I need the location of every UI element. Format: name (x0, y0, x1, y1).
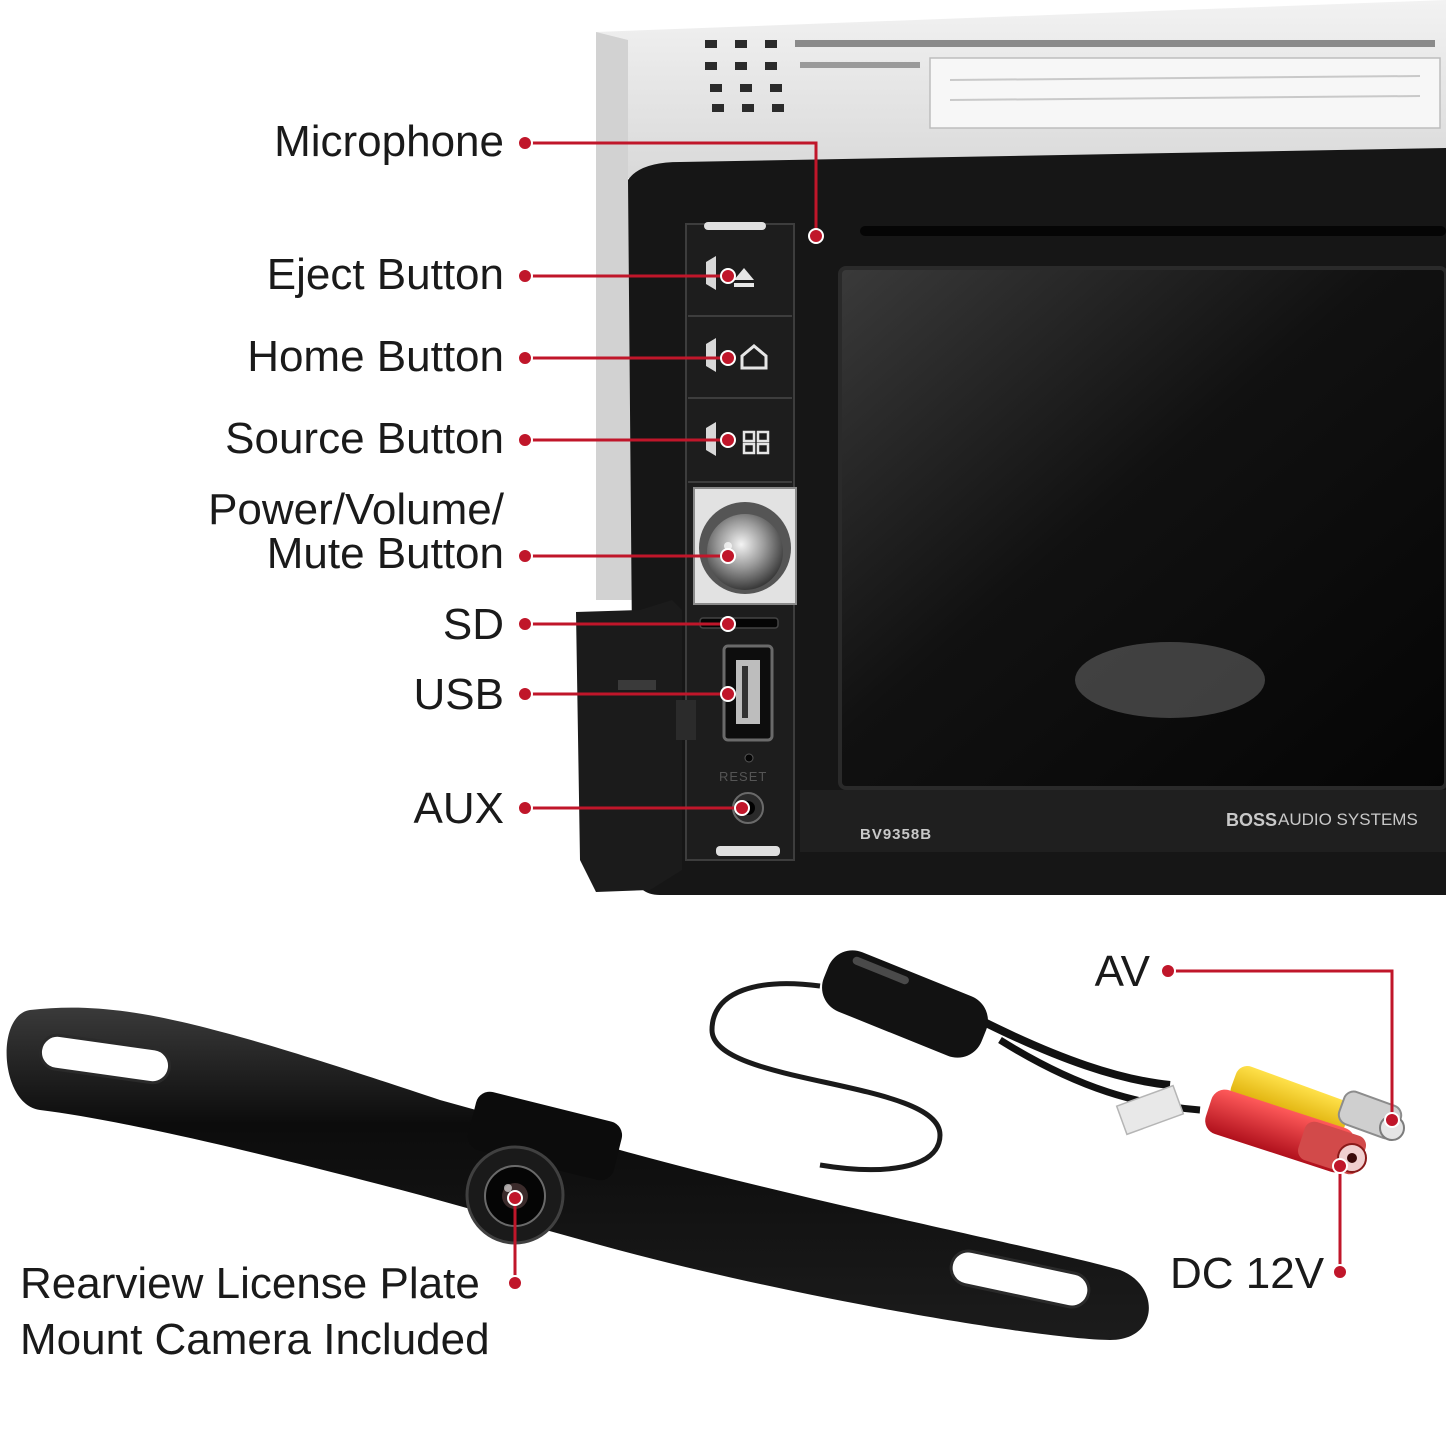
callout-dot (517, 268, 533, 284)
display-screen (838, 266, 1446, 790)
callout-dot (517, 686, 533, 702)
callout-dot (507, 1275, 523, 1291)
callout-dot (1332, 1264, 1348, 1280)
label-sd: SD (442, 600, 504, 649)
label-home-button: Home Button (247, 332, 504, 381)
cable-tag (1115, 1084, 1185, 1136)
reset-label: RESET (719, 769, 768, 784)
callout-dot (720, 432, 736, 448)
callout-dot (517, 350, 533, 366)
callout-dot (720, 350, 736, 366)
home-icon[interactable] (706, 338, 768, 372)
callout-dot (1384, 1112, 1400, 1128)
side-bracket (576, 600, 682, 892)
callout-dot (517, 432, 533, 448)
callout-dot (507, 1190, 523, 1206)
ferrite-bead (822, 950, 988, 1058)
callout-dot (720, 616, 736, 632)
callout-dot (720, 686, 736, 702)
callout-dot (517, 135, 533, 151)
callout-dot (517, 616, 533, 632)
label-usb: USB (413, 670, 504, 719)
callout-dot (720, 268, 736, 284)
label-power-line2: Mute Button (266, 529, 504, 578)
callout-dot (517, 800, 533, 816)
chassis-vents (705, 40, 1435, 112)
callout-line-av (1168, 969, 1394, 1120)
eject-icon[interactable] (706, 256, 754, 290)
callout-dot (734, 800, 750, 816)
label-camera-line2: Mount Camera Included (20, 1315, 490, 1364)
label-microphone: Microphone (274, 117, 504, 166)
reset-hole[interactable] (744, 753, 754, 763)
volume-knob[interactable] (693, 487, 797, 605)
mount-slot-left (38, 1033, 172, 1085)
mount-slot-right (949, 1249, 1091, 1309)
screen-reflection (1075, 642, 1265, 718)
label-eject-button: Eject Button (266, 250, 504, 299)
label-aux: AUX (413, 784, 504, 833)
callout-dot (1332, 1158, 1348, 1174)
callout-line-microphone (525, 141, 818, 236)
label-power-line1: Power/Volume/ (208, 485, 504, 534)
label-dc-12v: DC 12V (1170, 1249, 1325, 1298)
brand-text: AUDIO SYSTEMS (1278, 810, 1418, 829)
disc-slot (860, 226, 1446, 236)
label-source-button: Source Button (225, 414, 504, 463)
callout-dot (517, 548, 533, 564)
callout-dots (507, 135, 1400, 1291)
callout-lines (513, 141, 1394, 1283)
rearview-camera-kit (6, 950, 1405, 1340)
callout-dot (808, 228, 824, 244)
camera-cable (709, 981, 943, 1173)
license-plate-frame (6, 1007, 1149, 1340)
chassis-sticker (929, 57, 1441, 129)
label-camera-line1: Rearview License Plate (20, 1259, 480, 1308)
callout-dot (1160, 963, 1176, 979)
chassis-side (596, 32, 640, 600)
model-number: BV9358B (860, 826, 933, 843)
brand-logo: BOSS (1226, 810, 1278, 830)
callout-dot (720, 548, 736, 564)
head-unit (576, 0, 1446, 895)
label-av: AV (1094, 947, 1150, 996)
